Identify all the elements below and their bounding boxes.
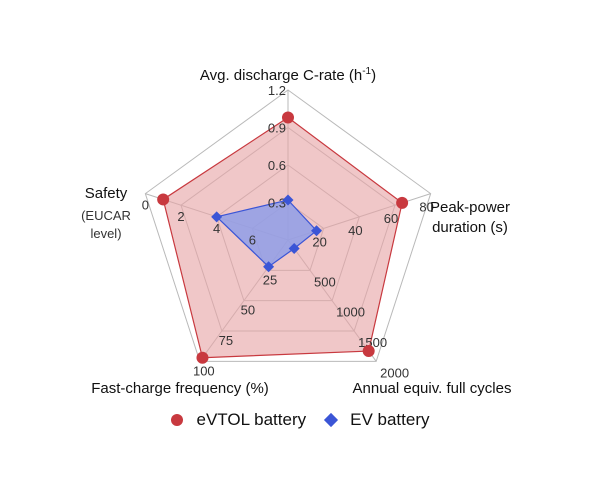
axis-title-peak-line-2: duration (s) <box>432 219 508 236</box>
circle-marker-icon <box>170 414 183 426</box>
series-areas <box>162 116 403 359</box>
ev-point-crate <box>282 194 294 206</box>
evtol-point-peak <box>396 196 409 209</box>
tick-label-safety-3: 2 <box>177 209 184 224</box>
series-markers <box>157 111 409 364</box>
ev-point-safety <box>211 211 223 223</box>
tick-label-crate-4: 1.2 <box>268 83 286 98</box>
evtol-point-cycles <box>362 345 375 358</box>
axis-titles: Avg. discharge C-rate (h-1) Peak-power dur… <box>81 66 511 397</box>
legend: eVTOL battery EV battery <box>0 410 600 430</box>
tick-labels: 0.30.60.91.22040608050010001500200025507… <box>142 83 434 380</box>
ev-point-cycles <box>288 242 300 254</box>
tick-label-peak-1: 20 <box>312 234 326 249</box>
axis-subtitle-safety-line-1: (EUCAR <box>81 208 131 223</box>
evtol-point-safety <box>157 193 170 206</box>
axis-title-crate: Avg. discharge C-rate (h-1) <box>200 66 376 84</box>
axis-title-fastcharge: Fast-charge frequency (%) <box>91 380 269 397</box>
tick-label-fastcharge-1: 25 <box>263 272 277 287</box>
ev-point-peak <box>311 225 323 237</box>
axis-title-safety: Safety <box>85 185 128 202</box>
ev-point-fastcharge <box>263 261 275 273</box>
legend-item-evtol: eVTOL battery <box>170 410 307 430</box>
axis-title-cycles: Annual equiv. full cycles <box>353 380 512 397</box>
tick-label-peak-4: 80 <box>419 200 433 215</box>
tick-label-crate-1: 0.3 <box>268 196 286 211</box>
tick-label-crate-2: 0.6 <box>268 158 286 173</box>
tick-label-fastcharge-4: 100 <box>193 363 215 378</box>
evtol-point-crate <box>282 111 294 124</box>
legend-label-ev: EV battery <box>350 410 430 429</box>
evtol-point-fastcharge <box>196 351 209 364</box>
tick-label-safety-4: 0 <box>142 198 149 213</box>
legend-item-ev: EV battery <box>324 410 430 430</box>
tick-label-cycles-4: 2000 <box>380 365 409 380</box>
tick-label-crate-3: 0.9 <box>268 121 286 136</box>
tick-label-peak-3: 60 <box>384 211 398 226</box>
tick-label-fastcharge-3: 75 <box>219 333 233 348</box>
legend-label-evtol: eVTOL battery <box>196 410 307 429</box>
tick-label-fastcharge-2: 50 <box>241 303 255 318</box>
tick-label-safety-2: 4 <box>213 221 220 236</box>
tick-label-cycles-1: 500 <box>314 274 336 289</box>
axis-title-peak-line-1: Peak-power <box>430 199 510 216</box>
diamond-marker-icon <box>324 412 339 428</box>
grid-ring-4 <box>144 89 432 362</box>
tick-label-peak-2: 40 <box>348 223 362 238</box>
tick-label-safety-1: 6 <box>249 232 256 247</box>
axis-subtitle-safety-line-2: level) <box>90 226 121 241</box>
tick-label-cycles-2: 1000 <box>336 305 365 320</box>
